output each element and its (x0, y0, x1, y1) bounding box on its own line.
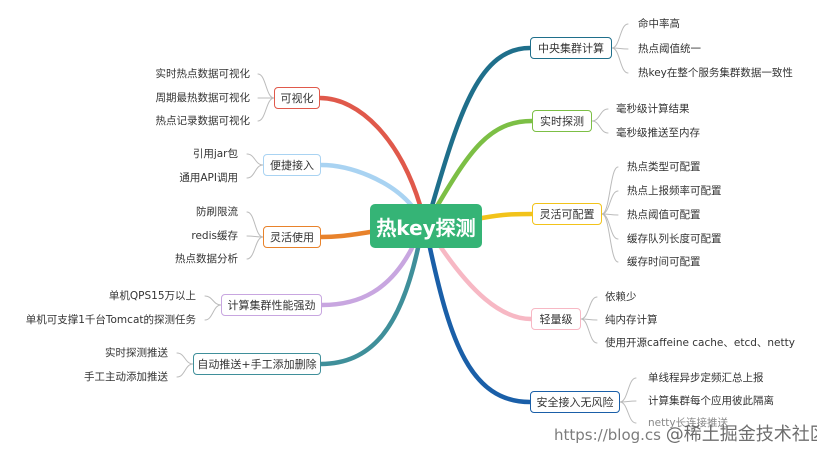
leaf-hit-rate: 命中率高 (638, 18, 680, 30)
bracket-central-0 (611, 23, 629, 49)
connector-perf (319, 245, 415, 308)
leaf-ms-compute: 毫秒级计算结果 (616, 103, 690, 115)
bracket-central-2 (611, 47, 629, 74)
bracket-safe-2 (619, 401, 637, 424)
bracket-realtime-0 (591, 108, 609, 122)
connector-flexconfig (479, 211, 535, 221)
leaf-threshold-unified: 热点阈值统一 (638, 43, 701, 55)
connector-central (429, 45, 533, 209)
connector-realtime (433, 118, 535, 211)
bracket-flexconfig-0 (601, 166, 619, 215)
leaf-report-freq: 热点上报频率可配置 (627, 185, 722, 197)
leaf-hot-analysis: 热点数据分析 (175, 253, 238, 265)
leaf-open-source: 使用开源caffeine cache、etcd、netty (605, 337, 795, 349)
bracket-perf-1 (204, 304, 222, 321)
branch-visualization: 可视化 (274, 87, 320, 109)
leaf-hot-type: 热点类型可配置 (627, 161, 701, 173)
leaf-cache-time: 缓存时间可配置 (627, 256, 701, 268)
branch-flexible-use: 灵活使用 (263, 226, 321, 248)
leaf-netty-push: netty长连接推送 (648, 417, 729, 429)
branch-flexible-config: 灵活可配置 (532, 203, 602, 225)
leaf-queue-length: 缓存队列长度可配置 (627, 233, 722, 245)
branch-easy-access: 便捷接入 (263, 154, 321, 176)
leaf-pure-memory: 纯内存计算 (605, 314, 658, 326)
leaf-few-deps: 依赖少 (605, 291, 637, 303)
watermark-brand: @稀土掘金技术社区 (665, 424, 817, 445)
leaf-redis-cache: redis缓存 (191, 230, 238, 242)
central-topic: 热key探测 (370, 204, 482, 248)
bracket-flexconfig-4 (601, 213, 619, 263)
bracket-light-0 (580, 296, 598, 320)
leaf-jar: 引用jar包 (192, 148, 238, 160)
connector-light (437, 243, 534, 322)
leaf-ms-push: 毫秒级推送至内存 (616, 127, 700, 139)
connector-visual (317, 95, 423, 208)
leaf-async-report: 单线程异步定频汇总上报 (648, 372, 764, 384)
leaf-manual-push: 手工主动添加推送 (84, 371, 168, 383)
connector-push (318, 245, 421, 367)
bracket-flexconfig-1 (601, 190, 619, 215)
bracket-flexuse-2 (246, 236, 264, 260)
branch-central-cluster: 中央集群计算 (530, 37, 612, 59)
bracket-access-1 (246, 164, 264, 179)
connector-flexuse (318, 229, 373, 240)
leaf-realtime-push: 实时探测推送 (105, 347, 168, 359)
bracket-push-1 (176, 363, 194, 378)
leaf-record-visual: 热点记录数据可视化 (155, 115, 251, 127)
leaf-app-isolation: 计算集群每个应用彼此隔离 (648, 395, 774, 407)
leaf-threshold-config: 热点阈值可配置 (627, 209, 701, 221)
leaf-period-visual: 周期最热数据可视化 (155, 92, 251, 104)
branch-realtime-detect: 实时探测 (532, 110, 592, 132)
bracket-access-0 (246, 153, 264, 166)
leaf-data-consistency: 热key在整个服务集群数据一致性 (638, 67, 793, 79)
leaf-tomcat: 单机可支撑1千台Tomcat的探测任务 (25, 314, 196, 326)
bracket-realtime-1 (591, 120, 609, 134)
leaf-api: 通用API调用 (179, 172, 238, 184)
watermark: https://blog.cs @稀土掘金技术社区 (554, 420, 817, 446)
connector-access (318, 162, 415, 209)
bracket-push-0 (176, 352, 194, 365)
leaf-realtime-visual: 实时热点数据可视化 (155, 68, 251, 80)
bracket-flexuse-0 (246, 211, 264, 238)
branch-lightweight: 轻量级 (531, 308, 581, 330)
bracket-visual-2 (257, 97, 275, 122)
bracket-visual-0 (257, 73, 275, 99)
branch-safe-access: 安全接入无风险 (530, 391, 620, 413)
connector-safe (427, 245, 533, 405)
watermark-url: https://blog.cs (554, 426, 661, 444)
bracket-light-2 (580, 318, 598, 344)
leaf-qps: 单机QPS15万以上 (108, 290, 196, 302)
bracket-safe-0 (619, 377, 637, 403)
leaf-rate-limit: 防刷限流 (196, 206, 238, 218)
bracket-perf-0 (204, 295, 222, 306)
branch-cluster-performance: 计算集群性能强劲 (221, 294, 322, 316)
branch-auto-push: 自动推送+手工添加删除 (193, 353, 321, 375)
